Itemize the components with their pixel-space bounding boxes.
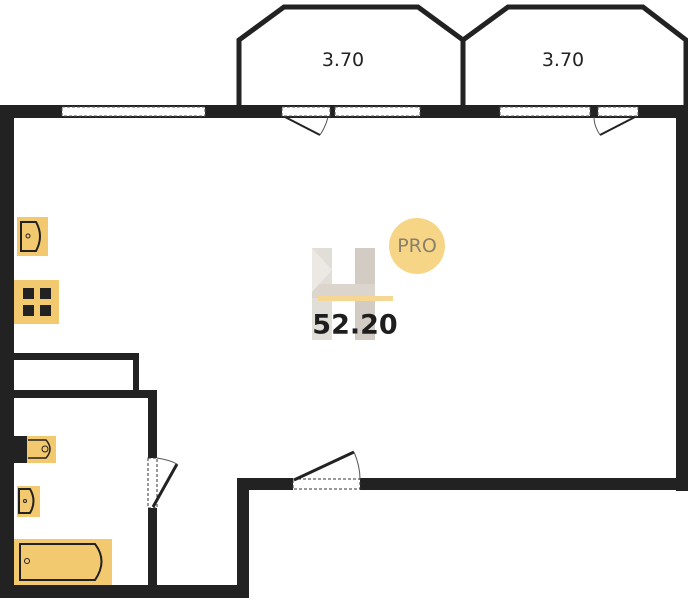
balcony-right-area: 3.70 — [541, 49, 585, 71]
bathroom-door — [147, 457, 179, 509]
balcony-door-right — [593, 116, 636, 136]
bathroom-sink-icon — [17, 486, 40, 517]
total-area: 52.20 — [312, 309, 398, 341]
pro-badge: PRO — [389, 218, 445, 274]
balcony-door-left — [284, 116, 329, 136]
walls — [0, 105, 688, 598]
toilet-icon — [14, 436, 56, 463]
stove-icon — [14, 280, 59, 324]
entrance-door — [292, 450, 361, 490]
balcony-left-area: 3.70 — [321, 49, 365, 71]
kitchen-sink-icon — [17, 217, 48, 256]
balcony-right — [461, 4, 688, 108]
bathtub-icon — [14, 539, 112, 585]
windows — [61, 106, 639, 117]
balcony-left — [236, 4, 466, 108]
logo-watermark — [312, 248, 393, 340]
